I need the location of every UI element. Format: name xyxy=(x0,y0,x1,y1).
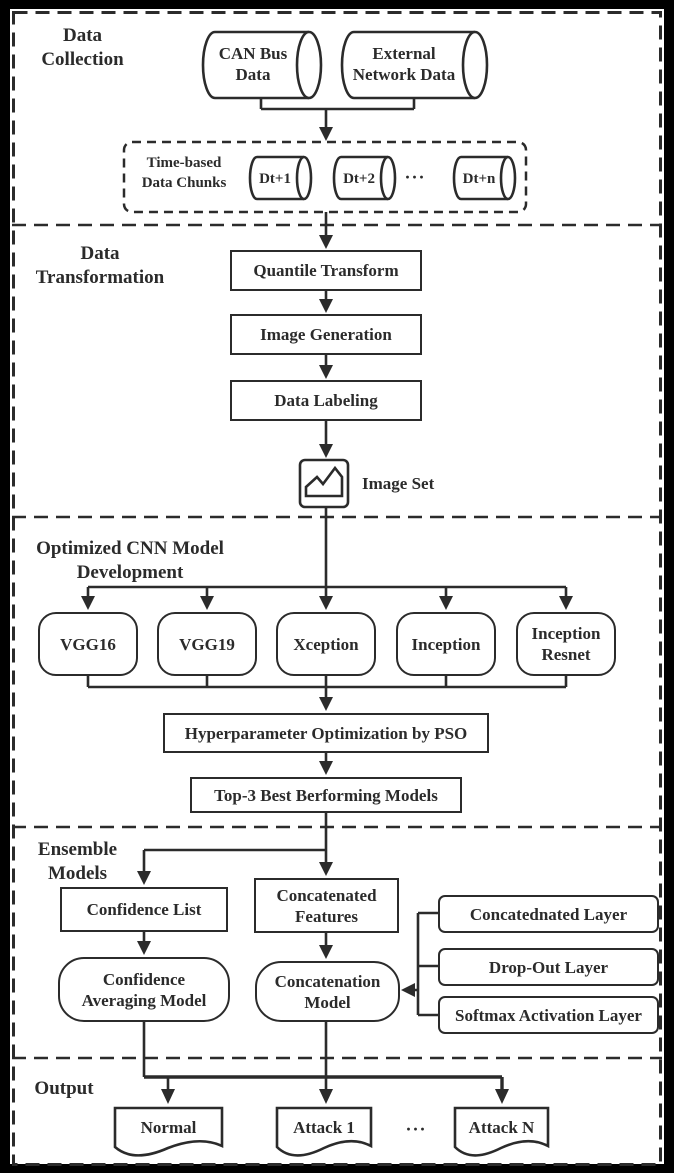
node-concatenation-model: Concatenation Model xyxy=(255,961,400,1022)
chunk-cylinder-dt2 xyxy=(332,155,397,201)
outer-dashed-border xyxy=(12,11,662,1166)
node-confidence-list: Confidence List xyxy=(60,887,228,932)
arrowhead-to-pso xyxy=(319,697,333,711)
node-top3-models: Top-3 Best Berforming Models xyxy=(190,777,462,813)
document-attack1 xyxy=(275,1106,373,1157)
node-vgg19: VGG19 xyxy=(157,612,257,676)
arrowhead-to-confidence-list xyxy=(137,871,151,885)
chunk-dt1-label: Dt+1 xyxy=(259,171,291,187)
output-bus-line xyxy=(144,1075,504,1090)
arrowhead-to-concat-features xyxy=(319,862,333,876)
arrowhead-to-averaging-model xyxy=(137,941,151,955)
output-drops xyxy=(166,1021,328,1090)
external-network-cylinder xyxy=(340,30,489,100)
layers-bracket xyxy=(414,911,438,1017)
arrowhead-xception xyxy=(319,596,333,610)
node-xception: Xception xyxy=(276,612,376,676)
chunks-ellipsis: ··· xyxy=(404,167,426,187)
image-set-icon xyxy=(298,458,350,509)
node-pso-optimization: Hyperparameter Optimization by PSO xyxy=(163,713,489,753)
can-bus-label: CAN Bus Data xyxy=(218,44,288,84)
chunk-dt2-label: Dt+2 xyxy=(343,171,375,187)
arrowhead-layers-to-model xyxy=(401,983,415,997)
node-inception-resnet: Inception Resnet xyxy=(516,612,616,676)
document-attackN xyxy=(453,1106,550,1157)
output-normal-label: Normal xyxy=(140,1118,197,1137)
arrowhead-to-quantile xyxy=(319,235,333,249)
chunk-cylinder-dt1 xyxy=(248,155,313,201)
cylinders-join-connector xyxy=(259,97,416,128)
image-set-label: Image Set xyxy=(362,474,435,493)
arrowhead-to-attack1 xyxy=(319,1089,333,1104)
arrowhead-to-concat-model xyxy=(319,945,333,959)
time-chunks-label: Time-based Data Chunks xyxy=(141,155,227,191)
node-softmax-layer: Softmax Activation Layer xyxy=(438,996,659,1034)
arrowhead-to-imagegen xyxy=(319,299,333,313)
node-quantile-transform: Quantile Transform xyxy=(230,250,422,291)
time-chunks-dashed-box xyxy=(122,140,528,214)
arrowhead-to-attackN xyxy=(495,1089,509,1104)
collect-line xyxy=(86,676,568,698)
node-vgg16: VGG16 xyxy=(38,612,138,676)
distribution-line xyxy=(86,585,568,597)
node-dropout-layer: Drop-Out Layer xyxy=(438,948,659,986)
node-inception: Inception xyxy=(396,612,496,676)
section-title-ensemble-models: Ensemble Models xyxy=(37,839,118,884)
ensemble-split-connector xyxy=(142,813,328,872)
node-concatenated-features: Concatenated Features xyxy=(254,878,399,933)
section-title-data-collection: Data Collection xyxy=(41,25,124,70)
arrowhead-inception-resnet xyxy=(559,596,573,610)
node-image-generation: Image Generation xyxy=(230,314,422,355)
output-attackN-label: Attack N xyxy=(468,1118,535,1137)
node-concatenated-layer: Concatednated Layer xyxy=(438,895,659,933)
can-bus-cylinder xyxy=(201,30,323,100)
arrowhead-to-labeling xyxy=(319,365,333,379)
section-title-data-transformation: Data Transformation xyxy=(35,243,165,288)
section-title-cnn-development: Optimized CNN Model Development xyxy=(36,538,224,583)
arrowhead-to-normal xyxy=(161,1089,175,1104)
arrowhead-to-chunks xyxy=(319,127,333,141)
section-title-output: Output xyxy=(34,1078,94,1099)
arrowhead-to-imageset xyxy=(319,444,333,458)
arrowhead-vgg19 xyxy=(200,596,214,610)
external-network-label: External Network Data xyxy=(352,44,456,84)
document-normal xyxy=(113,1106,224,1157)
chunk-cylinder-dtn xyxy=(452,155,517,201)
arrowhead-to-top3 xyxy=(319,761,333,775)
node-data-labeling: Data Labeling xyxy=(230,380,422,421)
output-attack1-label: Attack 1 xyxy=(293,1118,355,1137)
output-ellipsis: ··· xyxy=(405,1119,427,1139)
arrowhead-inception xyxy=(439,596,453,610)
chunk-dtn-label: Dt+n xyxy=(462,171,496,187)
arrowhead-vgg16 xyxy=(81,596,95,610)
node-confidence-averaging-model: Confidence Averaging Model xyxy=(58,957,230,1022)
